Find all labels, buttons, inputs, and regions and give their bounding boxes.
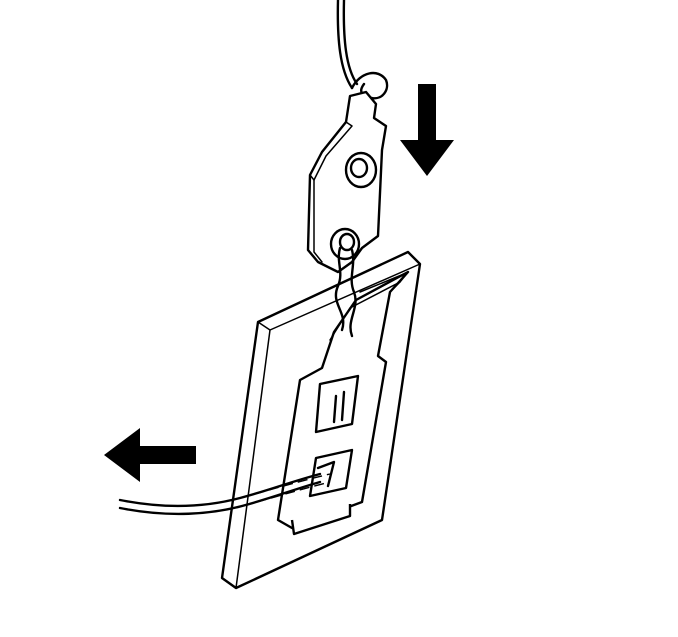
upper-window bbox=[314, 374, 360, 434]
hidden-cable bbox=[239, 473, 331, 507]
wire-link bbox=[334, 246, 357, 338]
down-arrow bbox=[400, 84, 454, 176]
left-arrow bbox=[104, 428, 196, 482]
upper-cable bbox=[336, 0, 359, 90]
lower-cable bbox=[118, 472, 322, 516]
upper-bracket bbox=[306, 90, 388, 274]
cable-retainer bbox=[276, 270, 410, 536]
